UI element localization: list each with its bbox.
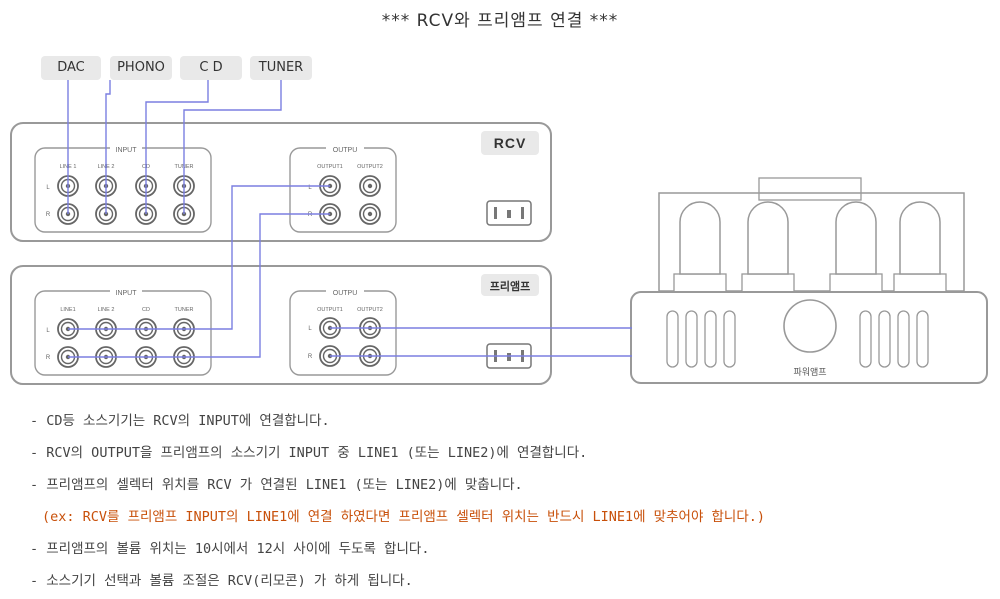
note-item: - 프리앰프의 셀렉터 위치를 RCV 가 연결된 LINE1 (또는 LINE…	[30, 477, 523, 493]
rcv-input-label: INPUT	[116, 147, 138, 154]
preamp-ch-line1: LINE1	[60, 307, 75, 313]
rcv-out-l: L	[308, 185, 312, 191]
power-socket-icon	[486, 200, 532, 226]
preamp-input-label: INPUT	[116, 290, 138, 297]
cables	[67, 80, 632, 358]
rcv-in-l: L	[46, 185, 50, 191]
preamp-out-r: R	[308, 354, 313, 360]
rcv-output-label: OUTPU	[333, 147, 358, 154]
note-item: - RCV의 OUTPUT을 프리앰프의 소스기기 INPUT 중 LINE1 …	[30, 445, 588, 461]
source-tag-phono: PHONO	[110, 56, 172, 80]
preamp-ch-line2: LINE 2	[98, 307, 115, 313]
rcv-out-r: R	[308, 212, 313, 218]
note-example: (ex: RCV를 프리앰프 INPUT의 LINE1에 연결 하였다면 프리앰…	[42, 509, 766, 525]
preamp-ch-cd: CD	[142, 307, 150, 313]
preamp-out1-label: OUTPUT1	[317, 307, 343, 313]
preamp-in-r: R	[46, 355, 51, 361]
page-title: *** RCV와 프리앰프 연결 ***	[381, 11, 619, 31]
source-tag-dac: DAC	[41, 56, 101, 80]
connection-diagram: RCV INPUT LINE 1 LINE 2 CD TUNER L R OUT…	[10, 80, 988, 385]
preamp-unit: 프리앰프 INPUT LINE1 LINE 2 CD TUNER L R OUT…	[10, 265, 552, 385]
power-amp: 파워앰프	[630, 177, 988, 384]
jack-icon	[359, 175, 381, 197]
preamp-badge: 프리앰프	[490, 279, 530, 293]
jack-icon	[359, 203, 381, 225]
note-item: - 프리앰프의 볼륨 위치는 10시에서 12시 사이에 두도록 합니다.	[30, 541, 430, 557]
note-item: - 소스기기 선택과 볼륨 조절은 RCV(리모콘) 가 하게 됩니다.	[30, 573, 413, 589]
rcv-badge: RCV	[494, 135, 527, 151]
preamp-out-l: L	[308, 326, 312, 332]
rcv-unit: RCV INPUT LINE 1 LINE 2 CD TUNER L R OUT…	[10, 122, 552, 242]
preamp-out2-label: OUTPUT2	[357, 307, 383, 313]
preamp-ch-tuner: TUNER	[175, 307, 194, 313]
preamp-output-label: OUTPU	[333, 290, 358, 297]
power-amp-label: 파워앰프	[793, 366, 826, 378]
rcv-out2-label: OUTPUT2	[357, 164, 383, 170]
volume-knob-icon	[783, 299, 837, 353]
source-tag-cd: C D	[180, 56, 242, 80]
source-tag-tuner: TUNER	[250, 56, 312, 80]
preamp-in-l: L	[46, 328, 50, 334]
rcv-in-r: R	[46, 212, 51, 218]
instruction-list: - CD등 소스기기는 RCV의 INPUT에 연결합니다. - RCV의 OU…	[30, 405, 980, 597]
rcv-out1-label: OUTPUT1	[317, 164, 343, 170]
note-item: - CD등 소스기기는 RCV의 INPUT에 연결합니다.	[30, 413, 330, 429]
